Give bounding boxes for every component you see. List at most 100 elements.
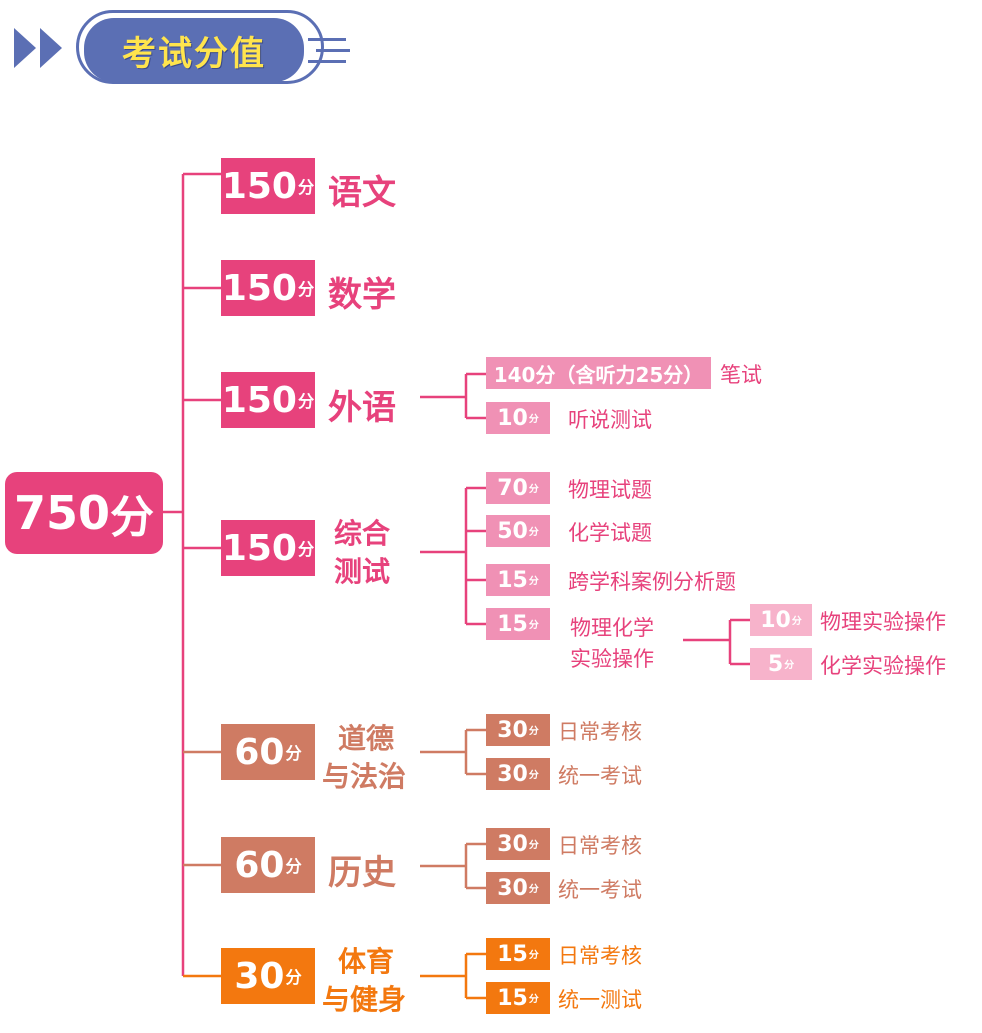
unit: 分 (297, 392, 315, 411)
score: 30 (497, 761, 528, 787)
unit: 分 (528, 527, 539, 538)
unit: 分 (528, 770, 539, 781)
subject-yuwen: 语文 (328, 173, 396, 213)
root-score: 750 (13, 486, 111, 540)
part-tingshuo: 听说测试 (568, 408, 652, 432)
unit: 分 (528, 950, 539, 961)
part-lishi-tongyi: 统一考试 (558, 878, 642, 902)
unit: 分 (528, 414, 539, 425)
score: 15 (497, 941, 528, 967)
unit: 分 (528, 726, 539, 737)
part-tiyu-tongyi: 统一测试 (558, 988, 642, 1012)
unit: 分 (285, 968, 302, 987)
score: 140分（含听力25分） (493, 362, 704, 387)
subject-waiyu: 外语 (328, 388, 396, 428)
score: 15 (497, 567, 528, 593)
part-shiyan-line2: 实验操作 (570, 647, 654, 671)
score: 10 (760, 607, 791, 633)
score: 60 (234, 844, 285, 886)
tiyu-connector (420, 952, 486, 1000)
part-shiyan-line1: 物理化学 (570, 616, 654, 640)
header-pill: 考试分值 (84, 18, 304, 82)
part-bishi: 笔试 (720, 363, 762, 387)
subject-tiyu-line2: 与健身 (322, 983, 407, 1016)
lishi-connector (420, 842, 486, 890)
subject-lishi: 历史 (328, 853, 396, 893)
score: 70 (497, 475, 528, 501)
part-tiyu-richang: 日常考核 (558, 944, 642, 968)
score: 60 (234, 731, 285, 773)
score: 150 (221, 267, 297, 309)
subject-zonghe-line2: 测试 (334, 555, 391, 588)
unit: 分 (297, 280, 315, 299)
unit: 分 (285, 857, 302, 876)
branch-line (183, 172, 222, 550)
part-daode-tongyi: 统一考试 (558, 764, 642, 788)
unit: 分 (528, 884, 539, 895)
unit: 分 (528, 840, 539, 851)
score: 150 (221, 165, 297, 207)
subject-zonghe-line1: 综合 (334, 517, 391, 550)
header-pill-outline (76, 10, 324, 84)
subject-daode-line2: 与法治 (322, 760, 407, 793)
trunk-line (163, 174, 185, 976)
waiyu-connector (420, 372, 486, 420)
score: 30 (497, 875, 528, 901)
play-arrow-icon (14, 28, 36, 68)
unit: 分 (285, 744, 302, 763)
unit: 分 (784, 660, 795, 671)
unit: 分 (528, 994, 539, 1005)
score: 30 (234, 955, 285, 997)
unit: 分 (528, 576, 539, 587)
part-daode-richang: 日常考核 (558, 720, 642, 744)
part-wuli: 物理试题 (568, 478, 652, 502)
branch-line (183, 750, 222, 867)
zonghe-connector (420, 486, 486, 626)
subject-daode-line1: 道德 (338, 722, 395, 755)
score: 150 (221, 527, 297, 569)
subject-tiyu-line1: 体育 (338, 945, 395, 978)
score: 5 (767, 651, 784, 677)
score: 15 (497, 611, 528, 637)
decor-line (308, 38, 346, 41)
part-lishi-richang: 日常考核 (558, 834, 642, 858)
decor-line (316, 49, 350, 52)
decor-line (308, 60, 346, 63)
part-huaxue-shiyan: 化学实验操作 (820, 654, 946, 678)
score: 50 (497, 518, 528, 544)
score: 30 (497, 717, 528, 743)
unit: 分 (297, 178, 315, 197)
part-wuli-shiyan: 物理实验操作 (820, 610, 946, 634)
play-arrow-icon (40, 28, 62, 68)
root-unit: 分 (110, 492, 155, 543)
part-kuaxueke: 跨学科案例分析题 (568, 570, 736, 594)
unit: 分 (297, 540, 315, 559)
unit: 分 (528, 620, 539, 631)
score: 15 (497, 985, 528, 1011)
unit: 分 (528, 484, 539, 495)
daode-connector (420, 728, 486, 776)
score: 10 (497, 405, 528, 431)
subject-shuxue: 数学 (328, 275, 396, 315)
